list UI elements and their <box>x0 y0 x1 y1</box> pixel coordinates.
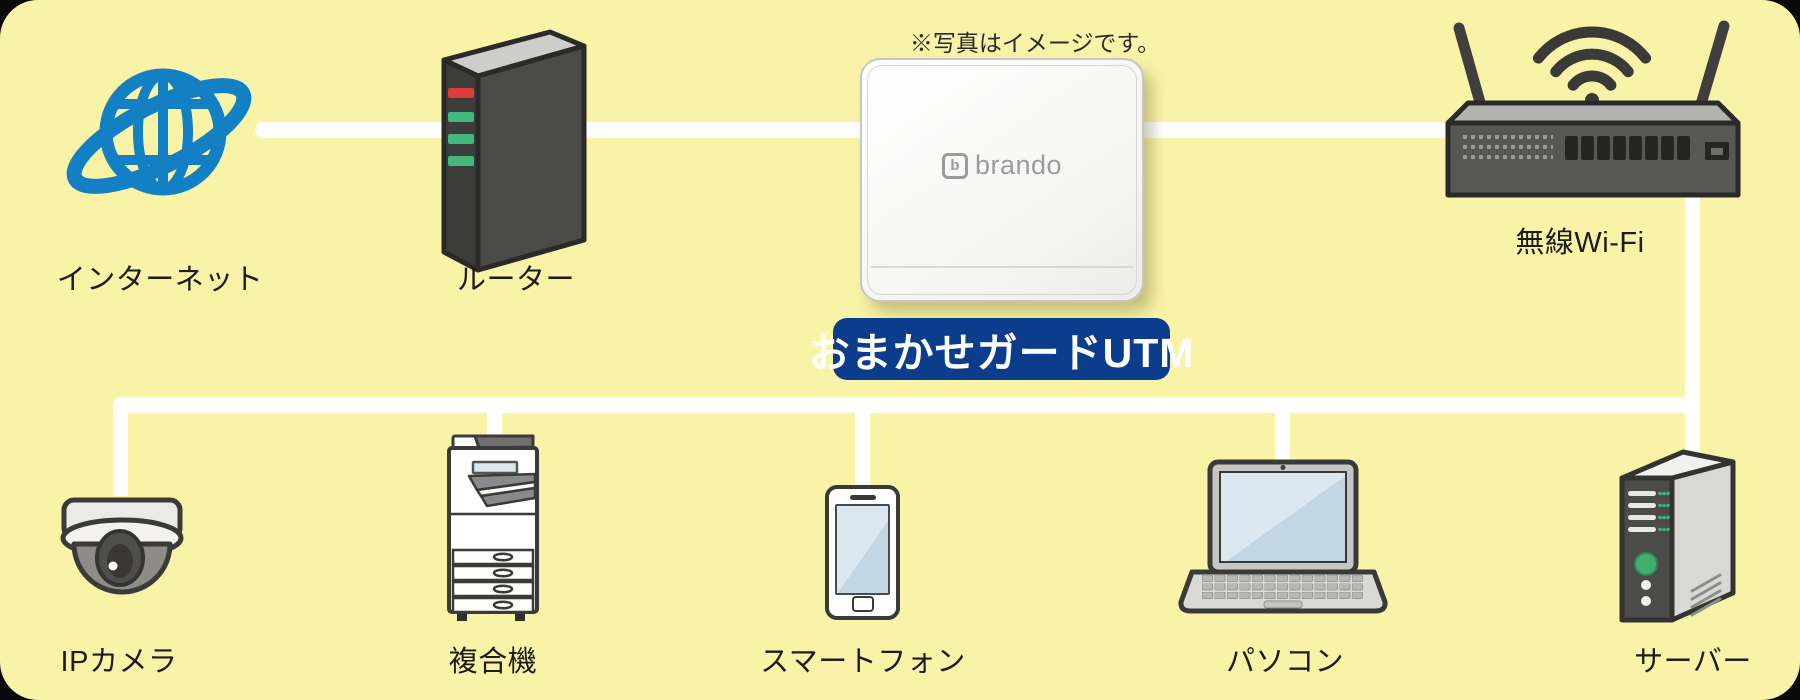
server-power-button <box>1634 552 1658 576</box>
laptop-camera-dot <box>1280 465 1286 470</box>
router-status-leds <box>448 88 474 166</box>
router-icon <box>432 26 597 276</box>
utm-device-bezel <box>867 65 1137 295</box>
wifi-router-ports <box>1565 136 1729 160</box>
copier-icon <box>443 434 543 626</box>
network-drop-copier <box>487 404 502 440</box>
internet-label: インターネット <box>56 264 264 296</box>
photo-disclaimer-caption: ※写真はイメージです。 <box>909 30 1161 56</box>
network-line-right-vertical <box>1685 150 1700 462</box>
smartphone-home-button <box>851 596 874 612</box>
server-drive-slots <box>1628 491 1656 532</box>
internet-globe-icon <box>55 50 260 222</box>
ip-camera-icon <box>52 496 192 608</box>
smartphone-screen <box>835 504 890 595</box>
brand-logo-text: brando <box>974 150 1063 180</box>
laptop-screen <box>1219 471 1347 563</box>
brand-logo-icon: b <box>941 152 968 179</box>
brand-logo: b brando <box>862 152 1142 179</box>
wifi-signal-icon <box>1532 26 1652 91</box>
product-name-text: おまかせガードUTM <box>808 330 1195 376</box>
pc-label: パソコン <box>1225 646 1345 678</box>
network-drop-camera <box>113 404 128 496</box>
server-vents <box>1690 573 1722 617</box>
wifi-router-vents <box>1463 135 1553 159</box>
wifi-router-icon <box>1437 20 1747 202</box>
laptop-trackpad <box>1263 600 1303 609</box>
product-name-badge: おまかせガードUTM <box>809 318 1193 380</box>
smartphone-icon <box>825 485 900 620</box>
utm-device-seam <box>871 266 1133 268</box>
network-drop-smartphone <box>855 404 870 488</box>
server-slot-leds <box>1658 491 1670 532</box>
laptop-icon <box>1178 459 1388 622</box>
wifi-antennas <box>1453 20 1730 119</box>
router-label: ルーター <box>456 264 576 296</box>
network-drop-laptop <box>1275 404 1290 464</box>
copier-display <box>471 460 519 475</box>
copier-label: 複合機 <box>448 646 538 678</box>
utm-device-photo: b brando <box>860 58 1144 302</box>
camera-label: IPカメラ <box>60 646 178 678</box>
smartphone-label: スマートフォン <box>760 646 966 678</box>
network-line-bottom-bus <box>113 397 1700 413</box>
server-icon <box>1616 444 1740 628</box>
wifi-label: 無線Wi-Fi <box>1515 227 1645 259</box>
server-label: サーバー <box>1634 646 1752 678</box>
smartphone-speaker <box>849 495 876 500</box>
laptop-keyboard <box>1202 575 1364 599</box>
copier-drawers <box>451 548 535 614</box>
